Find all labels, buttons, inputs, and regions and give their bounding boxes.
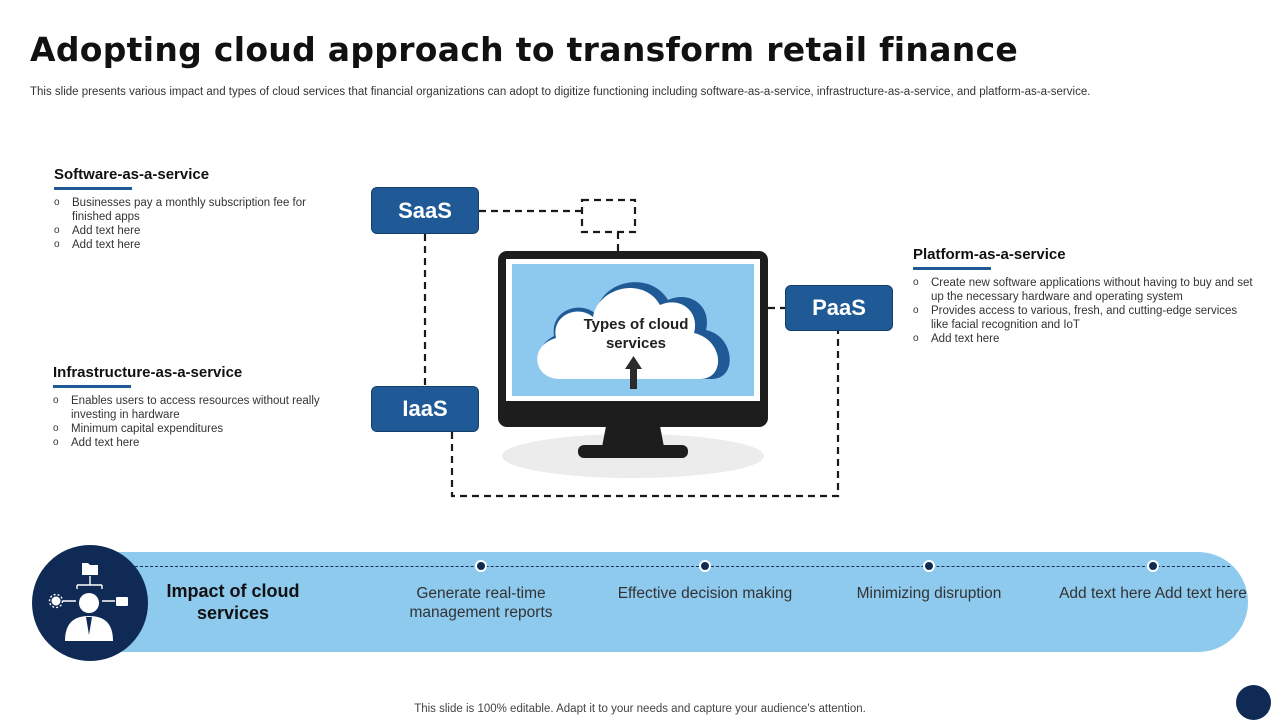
impact-item: Generate real-time management reports [409,585,553,621]
paas-section: Platform-as-a-service Create new softwar… [913,246,1253,346]
iaas-bullet: Enables users to access resources withou… [53,394,353,422]
saas-badge: SaaS [371,187,479,234]
saas-heading-rule [54,187,132,190]
iaas-bullet: Add text here [53,436,353,450]
impact-dot [1147,560,1159,572]
paas-heading: Platform-as-a-service [913,246,1066,263]
impact-band [88,552,1248,652]
impact-item: Add text here Add text here [1059,585,1247,602]
monitor-base [578,445,688,458]
saas-connector-box [580,198,637,234]
page-subtitle: This slide presents various impact and t… [30,86,1091,98]
saas-bullet: Add text here [54,224,344,238]
business-person-network-icon [48,563,128,641]
saas-heading: Software-as-a-service [54,166,210,183]
iaas-bullet-list: Enables users to access resources withou… [53,394,353,450]
upload-arrow-icon [625,356,642,389]
corner-decoration [1236,685,1271,720]
paas-bullet: Create new software applications without… [913,276,1253,304]
iaas-heading: Infrastructure-as-a-service [53,364,243,381]
saas-bullet: Businesses pay a monthly subscription fe… [54,196,344,224]
saas-bullet-list: Businesses pay a monthly subscription fe… [54,196,344,252]
saas-bullet: Add text here [54,238,344,252]
paas-bullet: Add text here [913,332,1253,346]
iaas-heading-rule [53,385,131,388]
impact-dot [923,560,935,572]
paas-bullet-list: Create new software applications without… [913,276,1253,346]
cloud-icon [537,282,730,379]
iaas-section: Infrastructure-as-a-service Enables user… [53,364,353,450]
paas-heading-rule [913,267,991,270]
impact-icon-circle [32,545,148,661]
monitor-stand [602,426,664,447]
iaas-bullet: Minimum capital expenditures [53,422,353,436]
page-title: Adopting cloud approach to transform ret… [30,30,1019,69]
paas-badge: PaaS [785,285,893,331]
saas-section: Software-as-a-service Businesses pay a m… [54,166,344,252]
center-label: Types of cloud services [583,316,689,352]
iaas-paas-connector [450,331,840,498]
impact-title: Impact of cloud services [166,581,300,623]
paas-bullet: Provides access to various, fresh, and c… [913,304,1253,332]
footer-note: This slide is 100% editable. Adapt it to… [414,703,866,715]
impact-item: Minimizing disruption [856,585,1002,602]
iaas-badge: IaaS [371,386,479,432]
impact-dot [475,560,487,572]
impact-band-dashed-line [130,566,1230,567]
impact-dot [699,560,711,572]
impact-item: Effective decision making [617,585,793,602]
